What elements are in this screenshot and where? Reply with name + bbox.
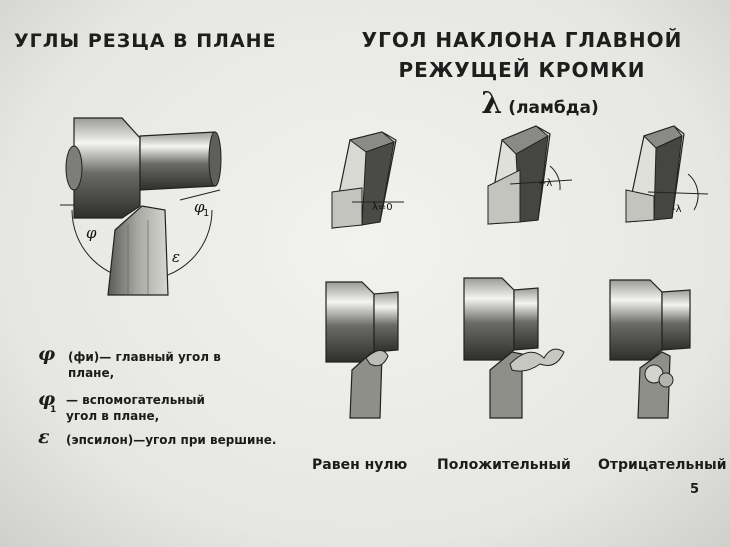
page-number: 5 bbox=[690, 482, 700, 497]
plan-angles-figure: φ φ 1 ε bbox=[60, 117, 222, 296]
legend-phi1-text: — вспомогательный угол в плане, bbox=[66, 393, 205, 423]
legend-phi1-symbol: φ bbox=[38, 388, 56, 410]
tool-head-positive: +λ bbox=[487, 125, 573, 225]
legend-phi-text: (фи)— главный угол в плане, bbox=[68, 350, 221, 380]
caption-positive: Положительный bbox=[437, 457, 571, 473]
tool-head-zero: λ=0 bbox=[331, 131, 404, 229]
epsilon-label: ε bbox=[172, 248, 180, 266]
tool-head-negative: -λ bbox=[625, 125, 709, 223]
phi-label: φ bbox=[86, 224, 97, 242]
workpiece-small bbox=[139, 131, 221, 191]
phi1-label: φ bbox=[194, 198, 205, 216]
legend-epsilon-text: (эпсилон)—угол при вершине. bbox=[66, 433, 277, 447]
legend-phi1-sub: 1 bbox=[50, 405, 57, 415]
lambda-zero-label: λ=0 bbox=[372, 202, 393, 213]
cutting-view-zero bbox=[325, 281, 399, 419]
lambda-positive-label: +λ bbox=[538, 178, 552, 189]
lambda-negative-label: -λ bbox=[672, 204, 682, 215]
cutting-view-negative bbox=[609, 279, 691, 419]
legend-epsilon-symbol: ε bbox=[38, 426, 50, 448]
caption-zero: Равен нулю bbox=[312, 457, 408, 473]
cutting-view-positive bbox=[463, 277, 565, 419]
left-title: УГЛЫ РЕЗЦА В ПЛАНЕ bbox=[14, 30, 277, 52]
cutting-tool bbox=[107, 205, 169, 296]
caption-negative: Отрицательный bbox=[598, 457, 727, 473]
right-title-line2: РЕЖУЩЕЙ КРОМКИ bbox=[398, 58, 646, 82]
legend-phi-symbol: φ bbox=[38, 343, 56, 365]
lambda-symbol: λ bbox=[481, 86, 503, 121]
lambda-word: (ламбда) bbox=[508, 98, 599, 118]
right-title-line1: УГОЛ НАКЛОНА ГЛАВНОЙ bbox=[361, 28, 683, 52]
phi1-sub: 1 bbox=[203, 208, 209, 219]
workpiece-large bbox=[73, 117, 141, 219]
lambda-heading: λ(ламбда) bbox=[450, 86, 630, 121]
